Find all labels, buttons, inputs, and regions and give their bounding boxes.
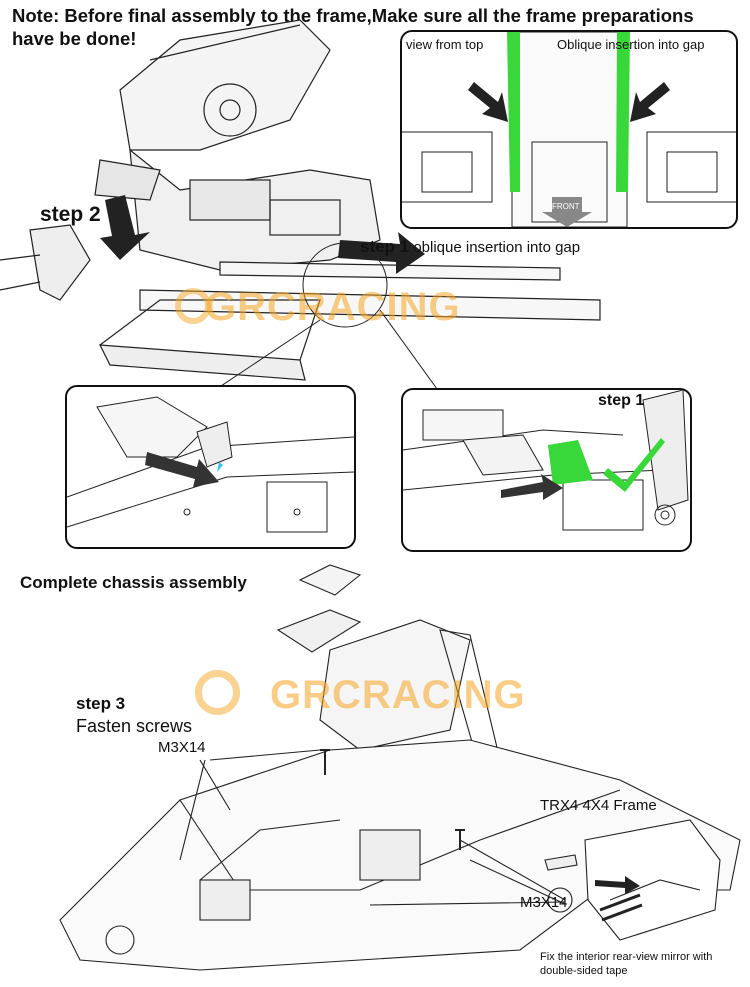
detail-panel-left [65,385,356,549]
step-1-description: oblique insertion into gap [413,239,581,256]
note-line-2: have be done! [12,28,137,49]
watermark-logo-bottom-icon [195,670,240,715]
front-arrow-text: FRONT [552,202,580,211]
mirror-note-line-1: Fix the interior rear-view mirror with [540,951,713,963]
mirror-note-line-2: double-sided tape [540,965,628,977]
step-1-caption: step 1 oblique insertion into gap [360,237,580,257]
step-1-detail-label: step 1 [598,392,645,409]
detail-right-drawing [403,390,689,531]
detail-panel-right: step 1 [401,388,692,552]
complete-chassis-drawing [59,564,741,971]
step-1-title: step 1 [360,237,410,256]
frame-label: TRX4 4X4 Frame [540,797,657,814]
watermark-bottom: GRCRACING [270,673,526,717]
view-from-top-label: view from top [406,37,484,52]
check-icon [603,438,665,492]
assembly-note: Note: Before final assembly to the frame… [12,4,740,50]
note-line-1: Note: Before final assembly to the frame… [12,5,694,26]
step-3-description: Fasten screws [76,716,193,736]
watermark-top: GRCRACING [205,285,461,329]
inset-top-drawing: FRONT [402,32,736,227]
step-3-title: step 3 [76,694,126,713]
mirror-note: Fix the interior rear-view mirror with d… [540,950,712,978]
screw-label-lower: M3X14 [520,894,568,911]
screw-label-upper: M3X14 [158,739,206,756]
watermark-logo-icon [175,288,211,324]
upper-chassis-drawing [0,19,601,400]
inset-view-from-top: FRONT view from top Oblique insertion in… [400,30,738,229]
detail-left-drawing [67,396,354,533]
section-title: Complete chassis assembly [20,573,247,592]
step-2-label: step 2 [40,203,101,226]
oblique-insertion-label: Oblique insertion into gap [557,37,705,52]
